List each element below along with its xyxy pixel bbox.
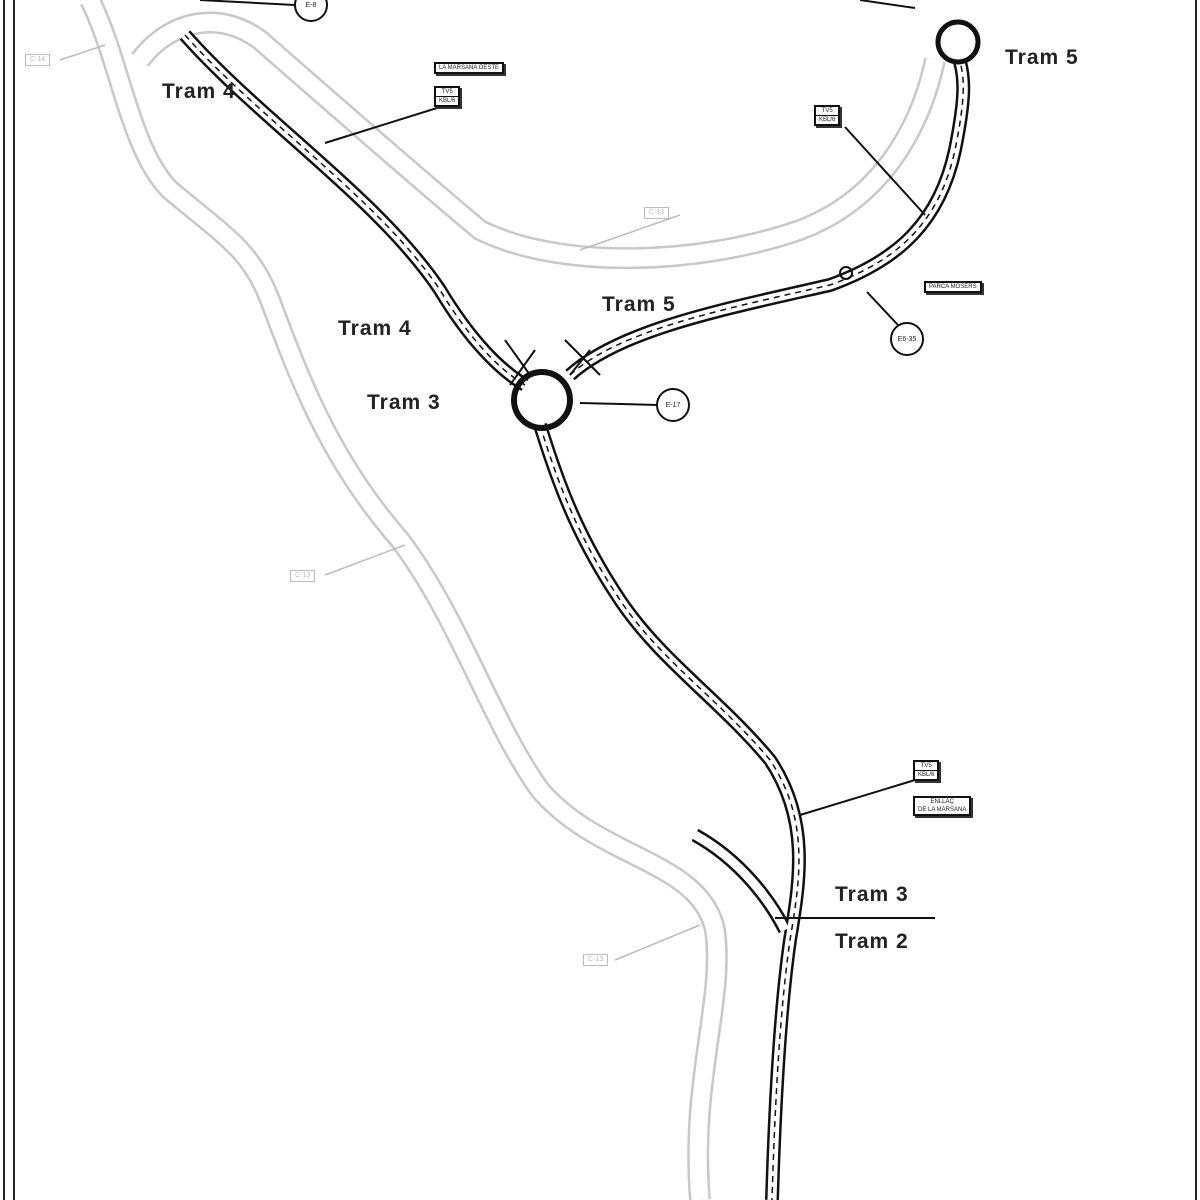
segment-label-tram2: Tram 2 — [835, 930, 909, 953]
segment-label-tram5-top: Tram 5 — [1005, 46, 1079, 69]
parca-tag: PARCA MOSERS — [924, 281, 982, 293]
segment-label-tram5-mid: Tram 5 — [602, 293, 676, 316]
grey-label-2: C-13 — [644, 207, 670, 219]
segment-label-tram3-low: Tram 3 — [835, 883, 909, 906]
grey-label-4: C-13 — [583, 954, 609, 966]
roundabout-small — [839, 266, 853, 280]
segment-label-tram4-top: Tram 4 — [162, 80, 236, 103]
roundabout-tram5 — [935, 19, 981, 65]
circle-marker-e17: E-17 — [656, 388, 690, 422]
roundabout-tram3 — [511, 369, 573, 431]
grey-label-3: C-13 — [290, 570, 316, 582]
grey-label-1: C-14 — [25, 54, 51, 66]
road-name-tag: LA MARSANA OESTE — [434, 62, 505, 74]
segment-label-tram4-mid: Tram 4 — [338, 317, 412, 340]
circle-marker-e635: E6-35 — [890, 322, 924, 356]
segment-label-tram3-mid: Tram 3 — [367, 391, 441, 414]
